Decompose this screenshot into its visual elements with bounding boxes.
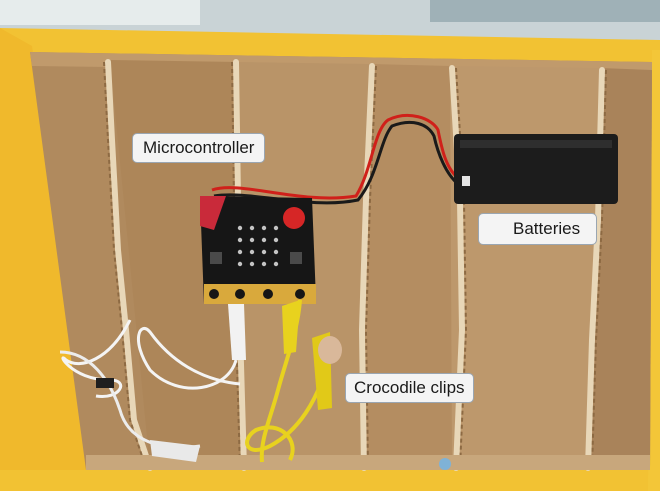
yellow-frame-bottom bbox=[0, 470, 660, 491]
cardboard-panel bbox=[450, 66, 600, 468]
zip-tie bbox=[96, 378, 114, 388]
background-shelf bbox=[430, 0, 660, 22]
crocodile-clip-yellow bbox=[282, 300, 300, 354]
button-a bbox=[210, 252, 222, 264]
crocodile-clip-white bbox=[228, 304, 246, 360]
white-wire bbox=[61, 319, 132, 399]
button-b bbox=[290, 252, 302, 264]
label-batteries: Batteries bbox=[478, 213, 598, 245]
divider bbox=[105, 59, 153, 471]
label-crocodile-clips: Crocodile clips bbox=[345, 373, 474, 403]
label-microcontroller: Microcontroller bbox=[132, 133, 266, 163]
battery-case bbox=[454, 134, 618, 204]
battery-case-ridge bbox=[460, 140, 612, 148]
crocodile-clip-white bbox=[150, 440, 200, 462]
white-wire bbox=[136, 326, 241, 390]
reset-button-label bbox=[283, 207, 305, 229]
background-window bbox=[0, 0, 200, 25]
red-wire bbox=[211, 114, 460, 200]
led-matrix bbox=[237, 225, 279, 267]
pin-holes bbox=[209, 289, 305, 299]
cardboard-panel bbox=[366, 64, 452, 468]
board-logo-marking bbox=[200, 196, 226, 230]
cardboard-floor bbox=[86, 455, 650, 470]
gold-edge-pins bbox=[204, 284, 316, 304]
yellow-frame-left bbox=[0, 28, 90, 491]
led-component bbox=[318, 336, 342, 364]
battery-switch bbox=[462, 176, 470, 186]
yellow-wire-coil bbox=[245, 369, 328, 461]
blue-tack bbox=[439, 458, 451, 470]
